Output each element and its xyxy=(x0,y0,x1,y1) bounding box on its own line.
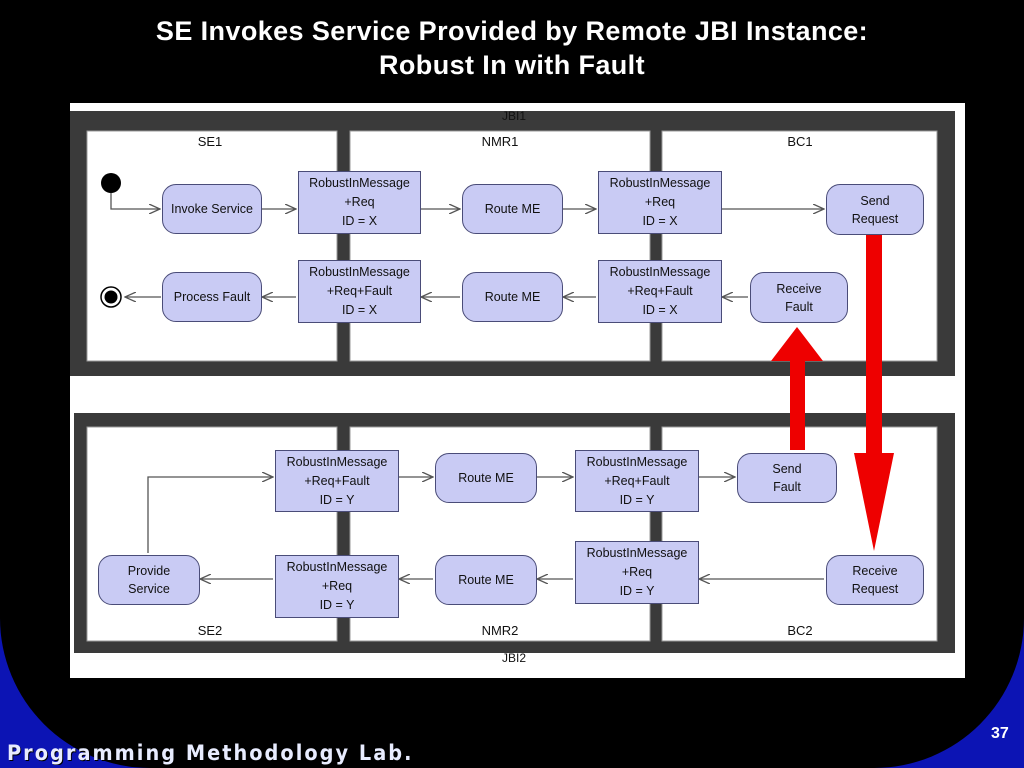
send-request-line-2: Request xyxy=(851,211,899,226)
receive-fault-line-2: Fault xyxy=(785,299,813,314)
nmr1-lane xyxy=(349,130,651,362)
message-type: RobustInMessage xyxy=(609,176,711,190)
send-fault-line-1: Send xyxy=(772,462,802,476)
message-content: +Req+Fault xyxy=(604,473,670,488)
send-fault-line-2: Fault xyxy=(773,480,801,494)
message-content: +Req+Fault xyxy=(326,284,393,298)
start-node xyxy=(101,173,121,193)
provide-service-line-1: Provide xyxy=(127,564,171,578)
receive-request-line-2: Request xyxy=(851,582,899,596)
jbi1-route-me-bottom: Route ME xyxy=(462,272,563,322)
jbi1-label: JBI1 xyxy=(501,109,526,123)
jbi2-nmr-request-message: RobustInMessage +Req ID = Y xyxy=(575,541,699,604)
slide-title: SE Invokes Service Provided by Remote JB… xyxy=(0,14,1024,82)
message-content: +Req xyxy=(321,579,353,593)
jbi1-route-me-top: Route ME xyxy=(462,184,563,234)
receive-fault-line-1: Receive xyxy=(776,281,822,296)
message-id: ID = Y xyxy=(319,598,355,612)
jbi1-flow xyxy=(110,193,824,297)
message-id: ID = X xyxy=(341,214,378,228)
se2-label: SE2 xyxy=(197,623,223,638)
message-type: RobustInMessage xyxy=(286,454,388,469)
provide-service-line-2: Service xyxy=(128,582,170,596)
message-id: ID = Y xyxy=(619,492,655,507)
invoke-service-text: Invoke Service xyxy=(171,202,253,216)
jbi1-nmr-request-message: RobustInMessage +Req ID = X xyxy=(598,171,722,234)
message-content: +Req xyxy=(644,195,676,209)
red-arrow-send-request xyxy=(854,235,894,551)
route-me-text: Route ME xyxy=(458,471,514,485)
se1-lane xyxy=(86,130,338,362)
message-content: +Req+Fault xyxy=(304,473,370,488)
message-type: RobustInMessage xyxy=(309,176,410,190)
process-fault-text: Process Fault xyxy=(173,290,251,304)
jbi-diagram: JBI1 SE1 NMR1 BC1 SE2 NMR2 BC2 JBI2 Invo… xyxy=(70,103,965,678)
message-content: +Req xyxy=(344,195,375,209)
jbi1-se-request-message: RobustInMessage +Req ID = X xyxy=(298,171,421,234)
message-type: RobustInMessage xyxy=(309,265,410,279)
jbi2-flow xyxy=(147,477,824,579)
title-line-1: SE Invokes Service Provided by Remote JB… xyxy=(155,16,869,46)
jbi2-label: JBI2 xyxy=(501,651,526,665)
message-id: ID = X xyxy=(341,303,378,317)
nmr1-label: NMR1 xyxy=(481,134,519,149)
message-id: ID = Y xyxy=(319,492,355,507)
message-type: RobustInMessage xyxy=(286,560,388,574)
receive-request-line-1: Receive xyxy=(852,564,898,578)
message-content: +Req+Fault xyxy=(627,284,693,298)
jbi2-se-fault-message: RobustInMessage +Req+Fault ID = Y xyxy=(275,450,399,512)
message-id: ID = X xyxy=(642,303,678,317)
red-arrow-send-fault xyxy=(771,327,823,450)
message-type: RobustInMessage xyxy=(609,265,711,279)
jbi2-route-me-top: Route ME xyxy=(435,453,537,503)
bc1-lane xyxy=(661,130,938,362)
send-request-line-1: Send xyxy=(860,193,890,208)
message-type: RobustInMessage xyxy=(586,546,688,560)
receive-request-node: Receive Request xyxy=(826,555,924,605)
message-content: +Req xyxy=(621,565,653,579)
provide-service-node: Provide Service xyxy=(98,555,200,605)
footer-lab-name: Programming Methodology Lab. xyxy=(7,741,414,765)
receive-fault-node: Receive Fault xyxy=(750,272,848,323)
send-request-node: Send Request xyxy=(826,184,924,235)
process-fault-node: Process Fault xyxy=(162,272,262,322)
route-me-text: Route ME xyxy=(458,573,514,587)
route-me-text: Route ME xyxy=(484,290,541,304)
se1-label: SE1 xyxy=(197,134,223,149)
jbi1-nmr-fault-message: RobustInMessage +Req+Fault ID = X xyxy=(598,260,722,323)
send-fault-node: Send Fault xyxy=(737,453,837,503)
bc2-label: BC2 xyxy=(787,623,813,638)
title-line-2: Robust In with Fault xyxy=(379,50,645,80)
end-node xyxy=(104,290,118,304)
message-id: ID = X xyxy=(642,214,678,228)
message-id: ID = Y xyxy=(619,584,655,598)
jbi2-se-request-message: RobustInMessage +Req ID = Y xyxy=(275,555,399,618)
jbi2-nmr-fault-message: RobustInMessage +Req+Fault ID = Y xyxy=(575,450,699,512)
jbi1-se-fault-message: RobustInMessage +Req+Fault ID = X xyxy=(298,260,421,323)
invoke-service-node: Invoke Service xyxy=(162,184,262,234)
route-me-text: Route ME xyxy=(484,202,541,216)
bc1-label: BC1 xyxy=(787,134,813,149)
jbi2-route-me-bottom: Route ME xyxy=(435,555,537,605)
end-node-ring xyxy=(100,286,122,308)
page-number: 37 xyxy=(991,725,1009,742)
nmr2-label: NMR2 xyxy=(481,623,519,638)
message-type: RobustInMessage xyxy=(586,454,688,469)
